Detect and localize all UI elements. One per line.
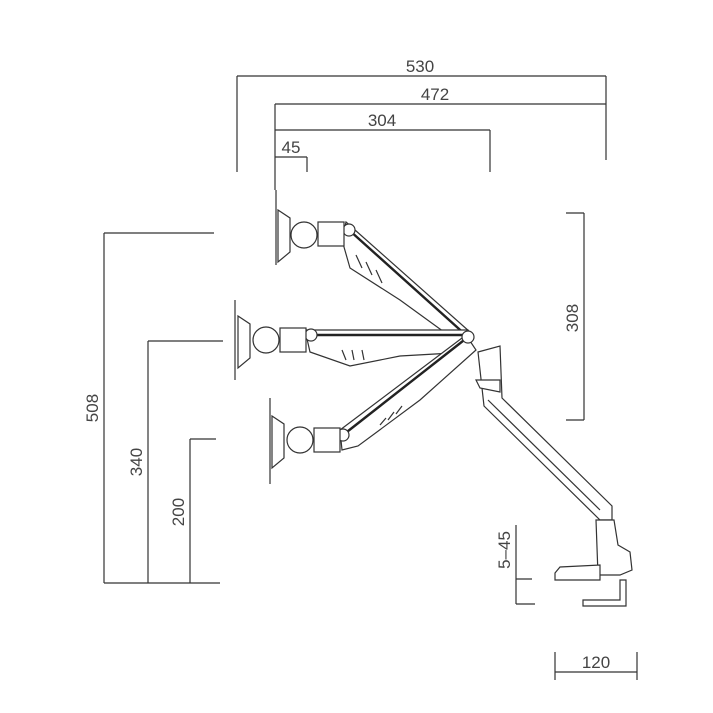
dim-120-label: 120 [582,653,610,672]
arm-position-top [275,190,471,346]
dim-340: 340 [127,340,223,583]
dim-200-label: 200 [169,498,188,526]
dim-530-label: 530 [406,57,434,76]
dim-508: 508 [83,232,220,584]
arm-position-bottom [269,334,477,484]
dim-5-45: 5–45 [495,525,535,605]
dim-508-label: 508 [83,394,102,422]
arm-position-middle [234,300,471,380]
dim-304: 304 [275,111,491,172]
dim-340-label: 340 [127,448,146,476]
dim-120: 120 [554,652,638,680]
dim-472-label: 472 [421,85,449,104]
dim-308-label: 308 [563,304,582,332]
dim-45: 45 [275,138,308,172]
dim-530: 530 [236,57,607,172]
dim-304-label: 304 [368,111,396,130]
dim-308: 308 [563,212,585,421]
dim-200: 200 [169,438,216,583]
dim-5-45-label: 5–45 [495,531,514,569]
dim-472: 472 [274,85,606,190]
dim-45-label: 45 [282,138,301,157]
arm-pole-and-clamp [475,345,633,607]
hub-pivot [461,330,475,344]
